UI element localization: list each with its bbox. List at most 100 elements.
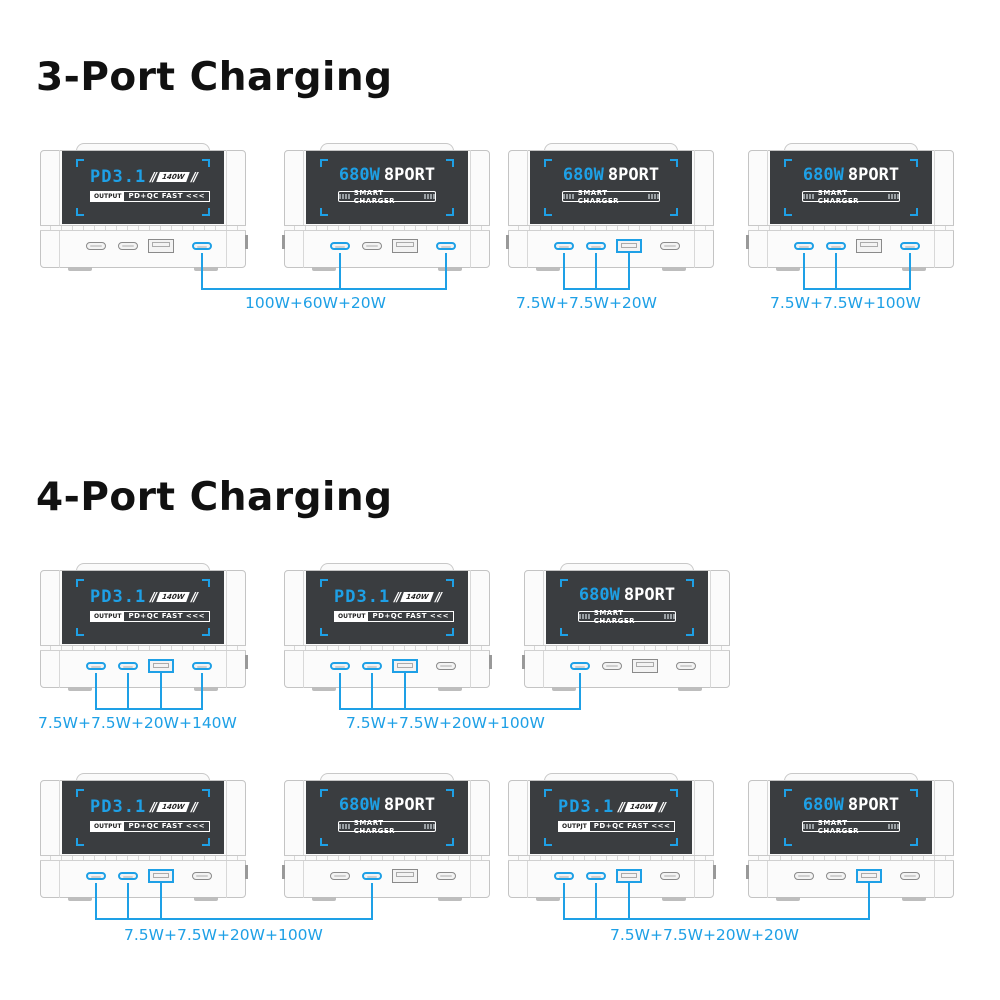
stripe-icon: // [394, 590, 401, 604]
vent-strip [284, 855, 490, 861]
device-foot [536, 267, 560, 271]
charger-subtitle: SMART CHARGER [817, 188, 860, 205]
device-foot [438, 267, 462, 271]
usb-c-port [330, 872, 350, 880]
charger-watt: 680W [338, 165, 380, 185]
usb-a-port [856, 239, 882, 253]
device-foot [536, 897, 560, 901]
connection-line [404, 673, 406, 710]
usb-a-port [148, 239, 174, 253]
corner-bracket-icon [320, 208, 328, 216]
connection-line [201, 673, 203, 710]
corner-bracket-icon [544, 789, 552, 797]
corner-bracket-icon [320, 789, 328, 797]
usb-c-port-active [86, 662, 106, 670]
power-combo-label: 7.5W+7.5W+20W+100W [124, 926, 323, 944]
connection-line [445, 253, 447, 290]
charger-watt: 680W [802, 165, 844, 185]
device-foot [68, 687, 92, 691]
connection-line [628, 253, 630, 290]
device-foot [902, 897, 926, 901]
corner-bracket-icon [670, 789, 678, 797]
side-button [506, 235, 509, 249]
usb-c-port-active [362, 872, 382, 880]
usb-c-port [826, 872, 846, 880]
charger-ports: 8PORT [383, 165, 436, 185]
usb-c-port [602, 662, 622, 670]
device-foot [438, 897, 462, 901]
device-foot [312, 897, 336, 901]
connection-line [160, 673, 162, 710]
usb-c-port [794, 872, 814, 880]
watt-badge: 140W [624, 802, 659, 812]
connection-line [339, 253, 341, 290]
corner-bracket-icon [202, 208, 210, 216]
usb-c-port-active [192, 662, 212, 670]
device-foot [662, 267, 686, 271]
charger-ports: 8PORT [383, 795, 436, 815]
corner-bracket-icon [202, 838, 210, 846]
fast-label: PD+QC FAST <<< [128, 822, 206, 830]
connection-line [371, 673, 373, 710]
side-button [245, 865, 248, 879]
usb-c-port [86, 242, 106, 250]
grille-icon [664, 614, 675, 619]
usb-c-port [436, 662, 456, 670]
grille-icon [424, 194, 435, 199]
usb-c-port [118, 242, 138, 250]
charger-subtitle: SMART CHARGER [353, 188, 396, 205]
charger-watt: 680W [802, 795, 844, 815]
corner-bracket-icon [686, 579, 694, 587]
stripe-icon: // [191, 800, 198, 814]
connection-line [579, 673, 581, 710]
corner-bracket-icon [76, 208, 84, 216]
device-foot [776, 267, 800, 271]
usb-a-port [392, 239, 418, 253]
corner-bracket-icon [76, 159, 84, 167]
output-label: OUTPUT [91, 192, 125, 201]
usb-c-port-active [586, 242, 606, 250]
connection-line [127, 883, 129, 920]
charger-watt: 680W [562, 165, 604, 185]
vent-strip [40, 855, 246, 861]
pd-title: PD3.1 [90, 587, 147, 607]
usb-c-port-active [192, 242, 212, 250]
charger-ports: 8PORT [847, 165, 900, 185]
usb-a-port-active [148, 659, 174, 673]
usb-c-port-active [554, 872, 574, 880]
side-button [245, 655, 248, 669]
grille-icon [339, 194, 350, 199]
connection-line [127, 673, 129, 710]
grille-icon [339, 824, 350, 829]
connection-line [595, 253, 597, 290]
pd-charger-device: PD3.1 // 140W // OUTPUT PD+QC FAST <<< [284, 563, 492, 691]
connection-line [95, 883, 97, 920]
output-label: OUTPUT [91, 612, 125, 621]
usb-c-port-active [794, 242, 814, 250]
corner-bracket-icon [446, 628, 454, 636]
corner-bracket-icon [76, 579, 84, 587]
corner-bracket-icon [560, 628, 568, 636]
usb-a-port-active [616, 869, 642, 883]
device-foot [194, 267, 218, 271]
fast-label: PD+QC FAST <<< [372, 612, 450, 620]
corner-bracket-icon [446, 159, 454, 167]
usb-c-port-active [86, 872, 106, 880]
stripe-icon: // [659, 800, 666, 814]
usb-c-port [900, 872, 920, 880]
power-combo-label: 7.5W+7.5W+100W [770, 294, 921, 312]
grille-icon [803, 194, 814, 199]
stripe-icon: // [191, 170, 198, 184]
corner-bracket-icon [784, 159, 792, 167]
vent-strip [524, 645, 730, 651]
corner-bracket-icon [320, 159, 328, 167]
usb-a-port [632, 659, 658, 673]
corner-bracket-icon [544, 838, 552, 846]
connection-line [201, 253, 203, 290]
corner-bracket-icon [784, 789, 792, 797]
